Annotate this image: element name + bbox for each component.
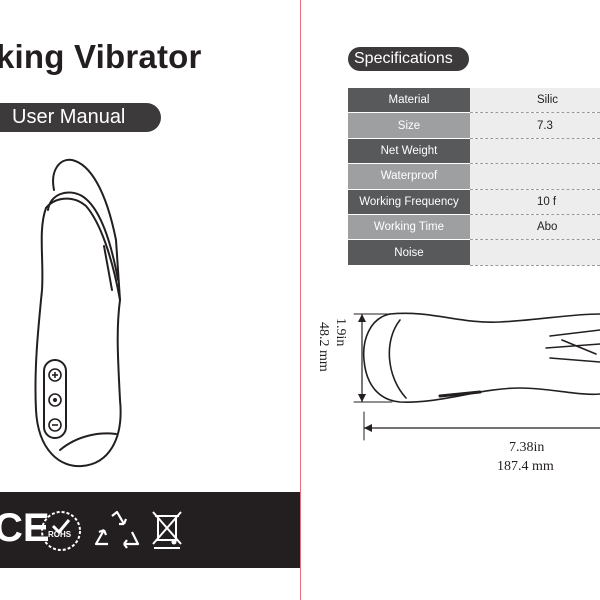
spec-value: Abo bbox=[469, 214, 600, 241]
height-mm-label: 48.2 mm bbox=[316, 322, 331, 372]
spec-label: Waterproof bbox=[348, 163, 470, 190]
table-row: Waterproof bbox=[348, 163, 600, 190]
rohs-label: ROHS bbox=[48, 530, 72, 539]
user-manual-badge: User Manual bbox=[0, 103, 161, 132]
recycle-icon bbox=[94, 510, 140, 549]
spec-label: Size bbox=[348, 112, 470, 139]
spec-value: 10 f bbox=[469, 189, 600, 215]
table-row: Working Time Abo bbox=[348, 214, 600, 241]
product-illustration bbox=[34, 158, 122, 468]
table-row: Working Frequency 10 f bbox=[348, 189, 600, 215]
spec-label: Noise bbox=[348, 239, 470, 266]
spec-value: 7.3 bbox=[469, 112, 600, 139]
spec-label: Working Time bbox=[348, 214, 470, 241]
height-inch-label: 1.9in bbox=[333, 318, 348, 347]
table-row: Noise bbox=[348, 239, 600, 266]
weee-bin-icon bbox=[152, 511, 182, 549]
specifications-heading: Specifications bbox=[348, 47, 469, 71]
specifications-table: Material Silic Size 7.3 Net Weight Water… bbox=[348, 88, 600, 266]
table-row: Material Silic bbox=[348, 88, 600, 114]
dimension-drawing bbox=[353, 312, 600, 441]
page-divider bbox=[300, 0, 301, 600]
spec-label: Working Frequency bbox=[348, 189, 470, 215]
spec-value bbox=[469, 239, 600, 266]
table-row: Net Weight bbox=[348, 138, 600, 165]
product-title: king Vibrator bbox=[0, 38, 202, 75]
spec-label: Net Weight bbox=[348, 138, 470, 165]
spec-value bbox=[469, 163, 600, 190]
length-mm-label: 187.4 mm bbox=[497, 459, 554, 474]
length-inch-label: 7.38in bbox=[509, 440, 545, 455]
power-button-icon bbox=[48, 393, 62, 407]
rohs-icon bbox=[41, 511, 81, 551]
plus-button-icon bbox=[48, 368, 62, 382]
table-row: Size 7.3 bbox=[348, 112, 600, 139]
spec-value: Silic bbox=[469, 88, 600, 114]
spec-value bbox=[469, 138, 600, 165]
certification-bar: CE ROHS bbox=[0, 492, 300, 568]
spec-label: Material bbox=[348, 88, 470, 114]
minus-button-icon bbox=[48, 418, 62, 432]
